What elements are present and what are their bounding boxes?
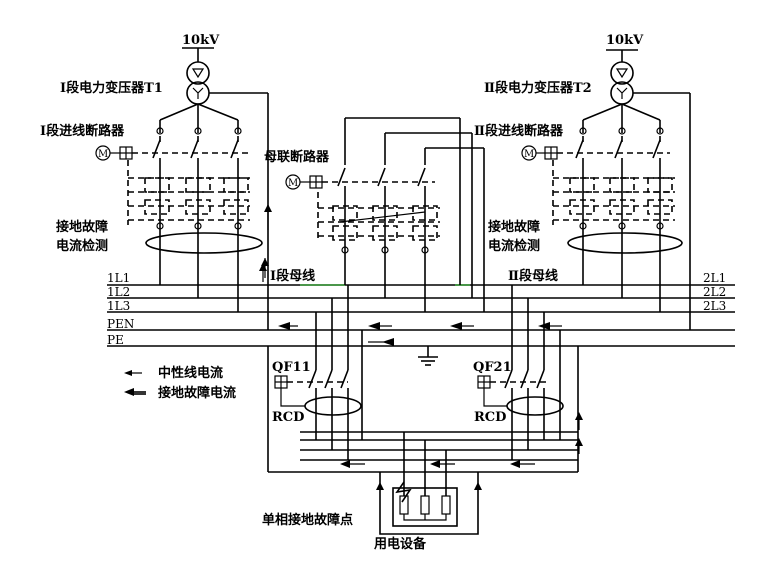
incoming-breaker-2-label: Ⅱ段进线断路器 bbox=[474, 123, 564, 139]
pen-current-arrows bbox=[278, 322, 562, 330]
neutral-current-arrows-left bbox=[259, 204, 272, 282]
gf-detect-1-line1: 接地故障 bbox=[56, 219, 108, 235]
motor-label-3: M bbox=[288, 178, 298, 189]
fault-bolt-icon bbox=[395, 481, 412, 503]
pe-current-arrows bbox=[368, 338, 394, 346]
bus-section-2-label: Ⅱ段母线 bbox=[508, 268, 558, 284]
rcd-1-label: RCD bbox=[272, 410, 304, 425]
voltage-label-left: 10kV bbox=[182, 33, 220, 48]
equipment-label: 用电设备 bbox=[373, 536, 427, 552]
bus-label-pe: PE bbox=[107, 333, 124, 347]
load-distribution-bus bbox=[268, 412, 583, 473]
ground-fault-ct-2 bbox=[567, 232, 683, 254]
bus-section-1-marker bbox=[261, 258, 269, 278]
rcd-ct-1 bbox=[304, 396, 362, 416]
ground-fault-ct-1 bbox=[145, 232, 263, 254]
bus-label-2l1: 2L1 bbox=[703, 271, 726, 285]
gf-detect-2-line2: 电流检测 bbox=[488, 238, 540, 254]
transformer-t1-label: Ⅰ段电力变压器T1 bbox=[60, 80, 163, 96]
bus-section-1-label: Ⅰ段母线 bbox=[270, 268, 315, 284]
incoming-breaker-2: M bbox=[521, 136, 683, 312]
qf11-label: QF11 bbox=[272, 360, 311, 375]
wye-symbol bbox=[192, 87, 204, 99]
bus-tie-breaker: M bbox=[285, 117, 485, 312]
feeder-qf21 bbox=[477, 285, 579, 472]
transformer-t2-label: Ⅱ段电力变压器T2 bbox=[484, 80, 592, 96]
motor-label-2: M bbox=[524, 149, 534, 160]
feeder-qf11 bbox=[267, 285, 363, 472]
fault-point-label: 单相接地故障点 bbox=[262, 512, 353, 528]
qf21-label: QF21 bbox=[473, 360, 512, 375]
delta-symbol bbox=[191, 68, 205, 79]
t2-phase-conductors bbox=[579, 103, 664, 135]
gf-detect-1-line2: 电流检测 bbox=[56, 238, 108, 254]
legend bbox=[124, 370, 146, 396]
transformer-primary-winding bbox=[186, 61, 210, 85]
transformer-t1 bbox=[182, 47, 269, 330]
rcd-2-label: RCD bbox=[474, 410, 506, 425]
bus-tie-breaker-label: 母联断路器 bbox=[264, 149, 330, 165]
legend-neutral-current: 中性线电流 bbox=[158, 365, 223, 381]
gf-detect-2-line1: 接地故障 bbox=[488, 219, 540, 235]
bus-label-1l2: 1L2 bbox=[107, 285, 130, 299]
rcd-ct-2 bbox=[506, 396, 564, 416]
load-equipment bbox=[376, 432, 482, 535]
bus-label-1l3: 1L3 bbox=[107, 299, 130, 313]
bus-label-2l2: 2L2 bbox=[703, 285, 726, 299]
bus-label-2l3: 2L3 bbox=[703, 299, 726, 313]
incoming-breaker-1: M bbox=[95, 136, 263, 312]
incoming-breaker-1-label: Ⅰ段进线断路器 bbox=[40, 123, 125, 139]
bus-label-pen: PEN bbox=[107, 317, 134, 331]
main-bus-bars bbox=[107, 284, 735, 347]
ground-symbol bbox=[418, 346, 438, 366]
t1-phase-conductors bbox=[156, 103, 242, 135]
voltage-label-right: 10kV bbox=[606, 33, 644, 48]
bus-label-1l1: 1L1 bbox=[107, 271, 130, 285]
legend-ground-fault-current: 接地故障电流 bbox=[158, 385, 236, 401]
motor-label-1: M bbox=[98, 149, 108, 160]
